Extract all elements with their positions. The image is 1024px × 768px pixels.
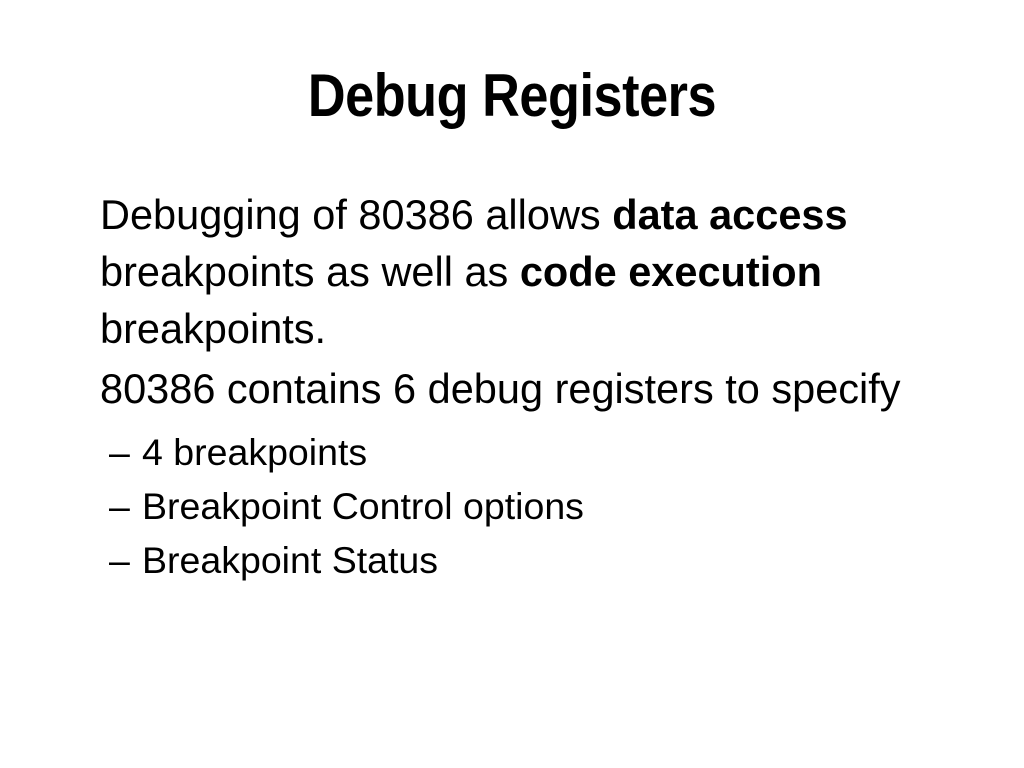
bullet-dash-icon: – <box>63 533 142 587</box>
text-segment: code execution <box>519 248 822 295</box>
bullet-lines: 80386 contains 6 debug registers to spec… <box>100 360 983 417</box>
bullet-item: –4 breakpoints <box>63 425 983 479</box>
bullet-lines: Breakpoint Status <box>142 533 983 587</box>
dash-icon: – <box>109 431 130 473</box>
text-segment: data access <box>612 191 848 238</box>
slide-title: Debug Registers <box>307 62 717 129</box>
text-segment: breakpoints as well as <box>100 248 520 295</box>
bullet-lines: Breakpoint Control options <box>142 479 983 533</box>
text-segment: breakpoints. <box>100 305 327 352</box>
bullet-line: Breakpoint Status <box>142 533 983 587</box>
bullet-item: –Breakpoint Control options <box>63 479 983 533</box>
bullet-line: 80386 contains 6 debug registers to spec… <box>100 360 983 417</box>
bullet-item: –Breakpoint Status <box>63 533 983 587</box>
bullet-lines: 4 breakpoints <box>142 425 983 479</box>
bullet-line: Debugging of 80386 allows data access <box>100 186 983 243</box>
bullet-line: breakpoints. <box>100 300 983 357</box>
text-segment: 4 breakpoints <box>142 431 368 473</box>
text-segment: Breakpoint Control options <box>142 485 584 527</box>
bullet-dot-icon <box>63 360 100 417</box>
bullet-dash-icon: – <box>63 425 142 479</box>
bullet-line: breakpoints as well as code execution <box>100 243 983 300</box>
bullet-line: Breakpoint Control options <box>142 479 983 533</box>
text-segment: Breakpoint Status <box>142 539 439 581</box>
bullet-line: 4 breakpoints <box>142 425 983 479</box>
bullet-dot-icon <box>63 186 100 243</box>
bullet-dash-icon: – <box>63 479 142 533</box>
text-segment: Debugging of 80386 allows <box>100 191 613 238</box>
dash-icon: – <box>109 485 130 527</box>
text-segment: 80386 contains 6 debug registers to spec… <box>100 365 901 412</box>
bullet-item: 80386 contains 6 debug registers to spec… <box>63 360 983 417</box>
dash-icon: – <box>109 539 130 581</box>
